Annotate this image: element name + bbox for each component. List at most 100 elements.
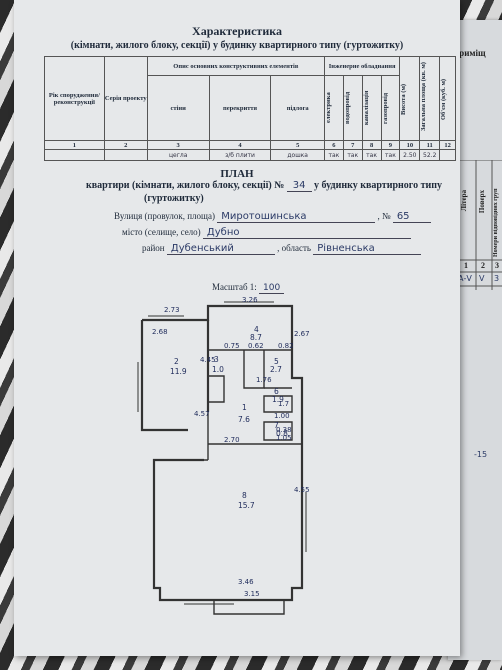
cell-total-area: 52.2 (419, 149, 441, 161)
district-value: Дубенський (166, 243, 275, 255)
cell-floors: з/б плити (208, 149, 272, 161)
col-floors: перекриття (208, 75, 272, 141)
cell-year (44, 149, 105, 161)
col-volume: Об'єм (куб. м) (440, 77, 448, 120)
city-value: Дубно (202, 227, 411, 239)
num-12: 12 (439, 140, 456, 150)
plan-title: ПЛАН (220, 168, 254, 180)
second-sheet-letter: Літера (460, 190, 468, 212)
col-elements: Опис основних конструктивних елементів (146, 56, 325, 76)
plan-subtitle: квартири (кімнати, жилого блоку, секції)… (74, 180, 454, 192)
plan-subtitle-a: квартири (кімнати, жилого блоку, секції)… (85, 180, 285, 191)
characteristics-table: Рік спорудження/ реконструкції Серія про… (44, 56, 456, 161)
col-flooring: підлога (270, 75, 325, 141)
second-sheet-row-floor: V (479, 274, 485, 283)
room-6-area: 1.9 (272, 395, 284, 404)
num-5: 5 (270, 140, 325, 150)
col-height: Висота (м) (400, 82, 408, 115)
dim-label-12: 2.70 (224, 436, 240, 444)
dim-label-1: 2.73 (164, 306, 180, 314)
dim-label-5: 4.45 (200, 356, 216, 364)
second-sheet-room: Номери відповідних груп (493, 188, 499, 257)
street-value: Миротошинська (217, 211, 376, 223)
num-8: 8 (361, 140, 382, 150)
col-gas: газопровід (381, 92, 389, 124)
cell-height: 2.50 (399, 149, 421, 161)
room-1-id: 1 (242, 403, 247, 412)
street-line: Вулиця (провулок, площа) Миротошинська ,… (114, 211, 431, 223)
num-6: 6 (323, 140, 344, 150)
cell-gas: так (380, 149, 401, 161)
dim-label-10: 1.7 (278, 400, 289, 408)
district-line: район Дубенський , область Рівненська (142, 243, 422, 255)
dim-label-9: 1.76 (256, 376, 272, 384)
scale-label: Масштаб 1: (212, 282, 257, 292)
region-label: , область (277, 243, 312, 253)
house-label: , № (377, 211, 391, 221)
col-series: Серія проекту (103, 56, 148, 141)
plan-subtitle-b: у будинку квартирного типу (314, 180, 443, 191)
room-1-area: 7.6 (238, 415, 250, 424)
dim-label-11: 4.57 (194, 410, 210, 418)
col-water: водопровід (343, 91, 351, 125)
col-electric: електрика (324, 92, 332, 124)
city-line: місто (селище, село) Дубно (122, 227, 411, 239)
street-label: Вулиця (провулок, площа) (114, 211, 215, 221)
num-9: 9 (380, 140, 401, 150)
second-sheet-head: приміщ (454, 48, 486, 58)
dim-label-8: 0.82 (278, 342, 294, 350)
col-year: Рік спорудження/ реконструкції (44, 56, 105, 141)
second-sheet-row-room: 3 (494, 274, 500, 283)
col-walls: стіни (146, 75, 210, 141)
room-2-area: 11.9 (170, 367, 187, 376)
second-sheet-mark: -15 (474, 450, 488, 459)
dim-label-7: 0.75 (224, 342, 240, 350)
num-7: 7 (342, 140, 363, 150)
apartment-number: 34 (286, 180, 312, 192)
second-sheet-floor: Поверх (478, 190, 486, 214)
room-6-id: 6 (274, 387, 279, 396)
room-5-area: 2.7 (270, 365, 282, 374)
second-sheet-num-3: 3 (495, 261, 499, 270)
cell-walls: цегла (146, 149, 210, 161)
cell-series (103, 149, 148, 161)
num-1: 1 (44, 140, 105, 150)
col-sewer: каналізація (362, 90, 370, 126)
dim-label-2: 3.26 (242, 296, 258, 304)
dim-label-13: 1.00 (274, 412, 290, 420)
document-page: Характеристика (кімнати, жилого блоку, с… (14, 0, 460, 656)
dim-label-4: 2.67 (294, 330, 310, 338)
cell-volume (439, 149, 456, 161)
district-label: район (142, 243, 165, 253)
num-3: 3 (146, 140, 210, 150)
cell-flooring: дошка (270, 149, 325, 161)
floor-plan: 2.73 3.26 2.68 2.67 4.45 0.62 0.75 0.82 … (137, 296, 310, 615)
num-11: 11 (419, 140, 441, 150)
second-sheet-num-2: 2 (481, 261, 485, 270)
dim-label-3: 2.68 (152, 328, 168, 336)
num-10: 10 (399, 140, 421, 150)
cell-water: так (342, 149, 363, 161)
second-sheet-row-letter: А-V (458, 274, 472, 283)
dim-label-17: 3.46 (238, 578, 254, 586)
room-7-id: 7 (274, 421, 279, 430)
col-total-area: Загальна площа (кв. м) (420, 61, 428, 131)
plan-subtitle-c: (гуртожитку) (144, 193, 204, 204)
scale-value: 100 (259, 283, 285, 294)
second-sheet-num-1: 1 (464, 261, 468, 270)
dim-label-18: 3.15 (244, 590, 260, 598)
characteristics-subtitle: (кімнати, жилого блоку, секції) у будинк… (70, 40, 404, 51)
room-8-area: 15.7 (238, 501, 255, 510)
scale-line: Масштаб 1: 100 (212, 282, 285, 294)
house-value: 65 (392, 211, 431, 223)
col-engineering: Інженерне обладнання (323, 56, 401, 76)
dim-label-15: 1.05 (276, 434, 292, 442)
room-2-id: 2 (174, 357, 179, 366)
cell-electric: так (323, 149, 344, 161)
city-label: місто (селище, село) (122, 227, 201, 237)
num-4: 4 (208, 140, 272, 150)
dim-label-14: 0.38 (276, 426, 292, 434)
room-3-id: 3 (214, 355, 219, 364)
room-4-id: 4 (254, 325, 259, 334)
room-3-area: 1.0 (212, 365, 224, 374)
